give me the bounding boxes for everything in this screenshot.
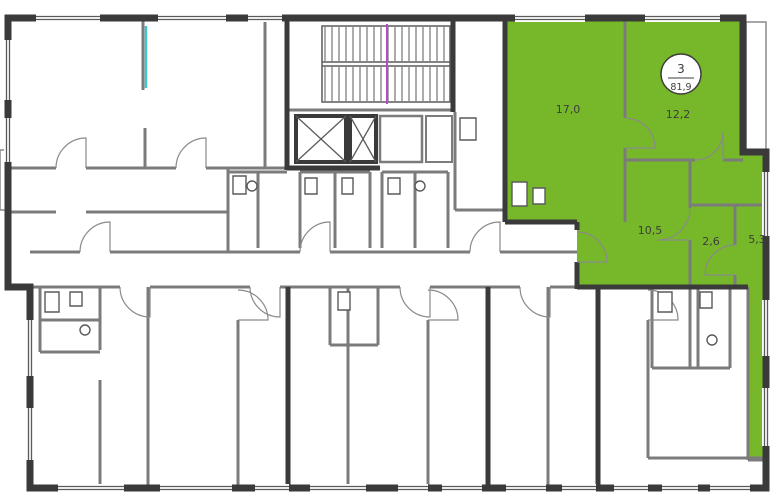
elevator-block: [294, 114, 453, 164]
stair-treads: [324, 27, 445, 101]
outer-wall-perimeter: [4, 14, 770, 492]
machine-room: [378, 114, 424, 164]
room-area-label: 12,2: [666, 108, 691, 121]
service-shaft: [425, 115, 453, 163]
interior-walls-dark: [284, 18, 748, 488]
door-arcs: [55, 117, 736, 321]
apartment-total-area: 81,9: [670, 82, 691, 93]
apartment-number: 3: [677, 62, 685, 76]
room-area-label: 5,3: [748, 233, 766, 246]
walls-bottom-rooms: [38, 287, 766, 462]
badge-circle: [660, 53, 702, 95]
room-area-label: 17,0: [556, 103, 581, 116]
room-labels: 17,0 12,2 10,5 2,6 5,3: [556, 103, 766, 248]
room-area-label: 2,6: [702, 235, 720, 248]
fixtures: [44, 117, 718, 346]
walls-middle-bathrooms: [228, 108, 505, 248]
sink-fixture: [246, 180, 258, 192]
room-area-label: 10,5: [638, 224, 663, 237]
walls-corridor: [30, 250, 577, 289]
fixture-outlines: [44, 117, 713, 313]
elevator-x-marks: [295, 115, 377, 163]
window-glazing-lines: [5, 15, 769, 491]
staircase: [321, 24, 451, 104]
apartment-3-highlight[interactable]: [505, 15, 766, 460]
interior-walls-light: [8, 18, 766, 488]
apartment-number-badge[interactable]: 3 81,9: [660, 53, 702, 95]
walls-top-left-band: [8, 18, 287, 252]
sink-fixture: [706, 334, 718, 346]
sink-fixture: [414, 180, 426, 192]
walls-green-interior: [623, 18, 766, 287]
sink-fixture: [79, 324, 91, 336]
